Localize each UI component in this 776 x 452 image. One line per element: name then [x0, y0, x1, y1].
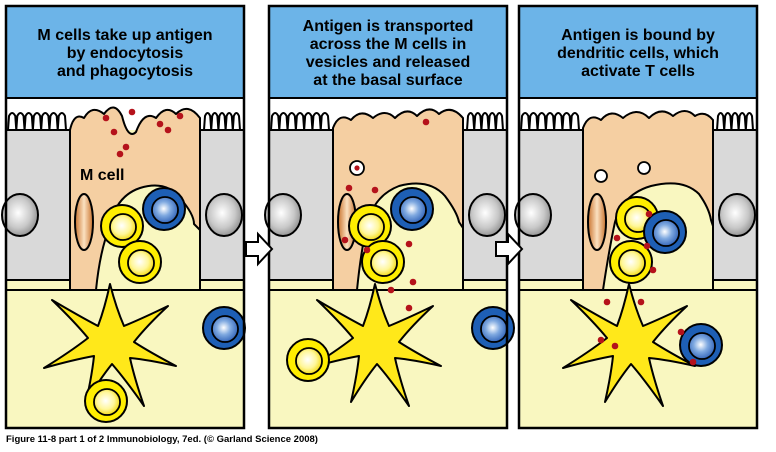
- dendritic-cell: [562, 283, 696, 407]
- antigen-dot: [371, 186, 379, 194]
- antigen-dot: [128, 108, 136, 116]
- dendritic-cell: [43, 283, 177, 407]
- lymphocyte-nucleus: [688, 332, 716, 360]
- panel-title-line: by endocytosis: [67, 45, 184, 62]
- antigen-dot: [341, 236, 349, 244]
- panel-title-line: M cells take up antigen: [37, 27, 212, 44]
- antigen-dot: [354, 165, 360, 171]
- m-cell-label: M cell: [80, 167, 124, 184]
- panel-border: [4, 4, 246, 430]
- lymphocyte-nucleus: [652, 219, 680, 247]
- lymphocyte-nucleus: [151, 196, 179, 224]
- panel-title-line: and phagocytosis: [57, 63, 193, 80]
- epithelial-nucleus: [205, 193, 243, 237]
- antigen-dot: [345, 184, 353, 192]
- antigen-dot: [677, 328, 685, 336]
- antigen-dot: [611, 342, 619, 350]
- antigen-dot: [422, 118, 430, 126]
- antigen-dot: [603, 298, 611, 306]
- antigen-dot: [405, 304, 413, 312]
- blue-lymphocyte: [643, 210, 687, 254]
- lymphocyte-nucleus: [618, 249, 646, 277]
- panel-header: [269, 6, 507, 98]
- lymphocyte-nucleus: [480, 315, 508, 343]
- epithelial-nucleus: [718, 193, 756, 237]
- blue-lymphocyte: [202, 306, 246, 350]
- m-cell-nucleus: [74, 193, 94, 251]
- antigen-dot: [363, 246, 371, 254]
- antigen-dot: [387, 286, 395, 294]
- panel-title-line: vesicles and released: [306, 54, 471, 71]
- yellow-lymphocyte: [100, 204, 144, 248]
- vesicle: [594, 169, 608, 183]
- panel-header: [6, 6, 244, 98]
- panel-header: [519, 6, 757, 98]
- antigen-dot: [613, 234, 621, 242]
- panel-title-line: Antigen is transported: [303, 18, 474, 35]
- microvilli: [7, 112, 67, 131]
- lymphocyte-nucleus: [295, 347, 323, 375]
- panel-title-line: at the basal surface: [313, 72, 463, 89]
- blue-lymphocyte: [142, 187, 186, 231]
- step-arrow-1: [245, 231, 274, 267]
- blue-lymphocyte: [471, 306, 515, 350]
- lymphocyte-nucleus: [357, 213, 385, 241]
- yellow-lymphocyte: [609, 240, 653, 284]
- antigen-dot: [643, 242, 651, 250]
- antigen-dot: [122, 143, 130, 151]
- blue-lymphocyte: [390, 187, 434, 231]
- epithelial-nucleus: [1, 193, 39, 237]
- panel-title-line: dendritic cells, which: [557, 45, 719, 62]
- m-cell-nucleus: [587, 193, 607, 251]
- antigen-dot: [164, 126, 172, 134]
- antigen-dot: [102, 114, 110, 122]
- epithelial-nucleus: [264, 193, 302, 237]
- antigen-dot: [409, 278, 417, 286]
- dendritic-cell: [308, 283, 442, 407]
- lymphocyte-nucleus: [370, 249, 398, 277]
- antigen-dot: [156, 120, 164, 128]
- antigen-dot: [116, 150, 124, 158]
- antigen-dot: [637, 298, 645, 306]
- epithelial-nucleus: [468, 193, 506, 237]
- antigen-dot: [597, 336, 605, 344]
- yellow-lymphocyte: [286, 338, 330, 382]
- epithelial-nucleus: [514, 193, 552, 237]
- panel-border: [517, 4, 759, 430]
- antigen-dot: [110, 128, 118, 136]
- lymphocyte-nucleus: [399, 196, 427, 224]
- antigen-dot: [649, 266, 657, 274]
- figure-caption: Figure 11-8 part 1 of 2 Immunobiology, 7…: [6, 434, 318, 445]
- yellow-lymphocyte: [361, 240, 405, 284]
- lymphocyte-nucleus: [211, 315, 239, 343]
- lymphocyte-nucleus: [127, 249, 155, 277]
- antigen-dot: [645, 210, 653, 218]
- microvilli: [203, 112, 241, 131]
- microvilli: [520, 112, 580, 131]
- microvilli: [716, 112, 754, 131]
- microvilli: [466, 112, 504, 131]
- antigen-dot: [405, 240, 413, 248]
- yellow-lymphocyte: [118, 240, 162, 284]
- yellow-lymphocyte: [84, 379, 128, 423]
- vesicle: [637, 161, 651, 175]
- lymphocyte-nucleus: [93, 388, 121, 416]
- microvilli: [270, 112, 330, 131]
- blue-lymphocyte: [679, 323, 723, 367]
- panel-title-line: activate T cells: [581, 63, 695, 80]
- panel-title-line: Antigen is bound by: [561, 27, 715, 44]
- panel-border: [267, 4, 509, 430]
- step-arrow-2: [495, 231, 524, 267]
- antigen-dot: [689, 358, 697, 366]
- lymphocyte-nucleus: [109, 213, 137, 241]
- antigen-dot: [176, 112, 184, 120]
- panel-title-line: across the M cells in: [310, 36, 467, 53]
